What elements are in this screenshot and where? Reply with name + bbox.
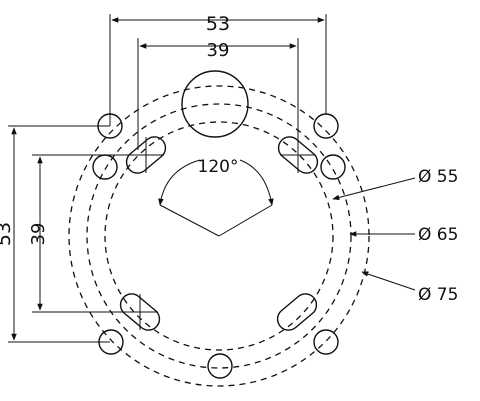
angle-label: 120°: [198, 157, 239, 177]
slot-top-right: [277, 136, 319, 174]
bolt-circle-55: [104, 121, 334, 351]
bolt-circle-75: [68, 85, 370, 387]
slot-bottom-right: [276, 293, 318, 331]
angle-indicator: [158, 159, 274, 237]
dim-top-outer-label: 53: [206, 13, 230, 35]
diameter-75-label: Ø 75: [418, 285, 458, 305]
diameter-leaders: [332, 177, 416, 291]
center-top-hole: [181, 70, 249, 138]
dim-top-lines: [109, 14, 327, 150]
hole-mid-left: [92, 154, 118, 180]
dim-top-inner-label: 39: [207, 40, 230, 61]
slot-top-left: [125, 136, 167, 174]
hole-mid-right: [320, 154, 346, 180]
dim-left-outer-label: 53: [0, 222, 15, 246]
diameter-55-label: Ø 55: [418, 167, 458, 187]
hole-bottom-center: [207, 353, 233, 379]
dim-left-inner-label: 39: [28, 223, 49, 246]
diameter-65-label: Ø 65: [418, 225, 458, 245]
slot-bottom-left: [119, 293, 161, 331]
dim-left-lines: [8, 125, 146, 343]
hole-top-right: [313, 113, 339, 139]
hole-bottom-right: [313, 329, 339, 355]
